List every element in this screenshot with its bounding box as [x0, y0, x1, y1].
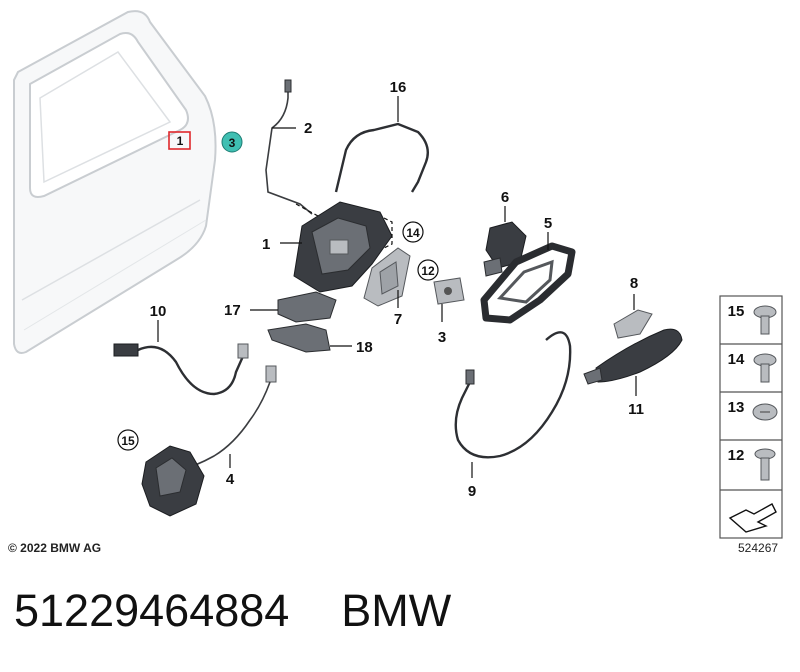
callout-9: 9 — [468, 483, 476, 500]
fastener-15-label: 15 — [728, 303, 745, 320]
part-16-wire: 16 — [334, 79, 429, 193]
part-number: 51229464884 — [14, 585, 290, 636]
part-8-cap: 8 — [613, 275, 653, 339]
document-number: 524267 — [738, 541, 779, 555]
teal-callout-3-label: 3 — [229, 136, 236, 150]
exploded-parts-diagram: 1 3 2 16 1 14 7 — [13, 10, 783, 539]
callout-14: 14 — [406, 226, 420, 240]
fastener-panel: 15 14 13 12 — [719, 295, 783, 539]
callout-6: 6 — [501, 189, 509, 206]
part-3-striker: 3 — [433, 277, 465, 346]
callout-10: 10 — [150, 303, 167, 320]
callout-12: 12 — [421, 264, 435, 278]
callout-14-circle: 14 — [383, 217, 424, 249]
part-15-actuator: 15 — [117, 429, 205, 517]
panel-arrow-icon — [728, 503, 777, 533]
fastener-12-label: 12 — [728, 447, 745, 464]
teal-callout-3[interactable]: 3 — [221, 131, 243, 153]
callout-4: 4 — [226, 471, 235, 488]
part-2-rod: 2 — [265, 79, 313, 215]
part-7-bracket: 7 — [363, 247, 411, 328]
part-17-cover: 17 — [224, 291, 337, 323]
callout-2: 2 — [304, 120, 312, 137]
part-18-cover: 18 — [267, 323, 373, 356]
callout-15: 15 — [121, 434, 135, 448]
fastener-13: 13 — [728, 399, 778, 421]
callout-5: 5 — [544, 215, 552, 232]
fastener-14: 14 — [728, 351, 777, 383]
part-9-cable: 9 — [454, 331, 572, 500]
part-11-outer-handle: 11 — [583, 328, 683, 418]
callout-17: 17 — [224, 302, 241, 319]
callout-7: 7 — [394, 311, 402, 328]
callout-8: 8 — [630, 275, 638, 292]
door-callout-1: 1 — [177, 134, 184, 148]
callout-18: 18 — [356, 339, 373, 356]
fastener-12: 12 — [728, 447, 776, 481]
part-10-cable: 10 — [113, 303, 249, 396]
fastener-15: 15 — [728, 303, 777, 335]
callout-16: 16 — [390, 79, 407, 96]
callout-3: 3 — [438, 329, 446, 346]
brand-name: BMW — [341, 585, 452, 636]
callout-12-circle: 12 — [417, 259, 439, 281]
fastener-13-label: 13 — [728, 399, 745, 416]
copyright-notice: © 2022 BMW AG — [8, 541, 102, 555]
part-6-bracket: 6 — [483, 189, 527, 277]
part-5-handle-carrier: 5 — [480, 215, 576, 324]
callout-11: 11 — [628, 401, 644, 418]
part-1-door-lock: 1 — [262, 201, 393, 293]
door-handle-highlight[interactable]: 1 — [168, 131, 191, 150]
callout-1: 1 — [262, 236, 270, 253]
rear-door-panel — [13, 10, 217, 354]
page-footer: 51229464884 BMW — [14, 585, 503, 637]
fastener-14-label: 14 — [728, 351, 745, 368]
